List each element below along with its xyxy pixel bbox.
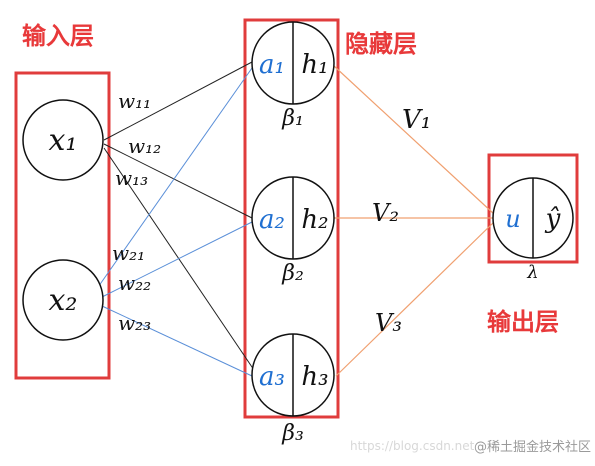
output-layer-title: 输出层 <box>487 308 559 336</box>
output-layer-box <box>487 153 579 264</box>
input-layer-title: 输入层 <box>22 22 94 50</box>
hidden-node-1-beta: β₁ <box>281 106 304 131</box>
hidden-node-2-beta: β₂ <box>281 261 304 286</box>
weight-v2: V₂ <box>372 199 399 227</box>
input-layer-box <box>14 71 111 380</box>
hidden-node-3: a₃ h₃ <box>251 333 335 417</box>
weight-w21: w₂₁ <box>112 241 145 265</box>
weight-v3: V₃ <box>375 309 402 337</box>
edge-w21 <box>95 67 253 291</box>
hidden-node-3-h: h₃ <box>301 362 328 392</box>
weight-w22: w₂₂ <box>118 271 151 295</box>
hidden-layer-title: 隐藏层 <box>345 30 417 58</box>
hidden-node-3-a: a₃ <box>259 362 285 392</box>
edge-w12 <box>103 143 253 219</box>
weight-w12: w₁₂ <box>128 134 161 158</box>
edge-v1 <box>333 65 495 215</box>
edge-w23 <box>101 305 253 377</box>
weight-w23: w₂₃ <box>118 311 151 335</box>
input-node-1: x₁ <box>22 99 104 181</box>
output-node-y: ŷ <box>545 204 561 234</box>
hidden-node-2-a: a₂ <box>259 205 285 235</box>
hidden-node-2-h: h₂ <box>301 205 328 235</box>
input-node-2: x₂ <box>22 259 104 341</box>
output-node-lambda: λ <box>526 262 538 283</box>
edge-w22 <box>99 221 253 299</box>
hidden-node-1-h: h₁ <box>301 50 328 80</box>
weight-w13: w₁₃ <box>115 166 148 190</box>
input-node-1-label: x₁ <box>49 123 78 158</box>
weight-v1: V₁ <box>402 105 431 135</box>
output-node: u ŷ <box>492 177 574 259</box>
input-node-2-label: x₂ <box>49 283 78 318</box>
hidden-node-2: a₂ h₂ <box>251 176 335 260</box>
hidden-node-3-beta: β₃ <box>281 421 304 446</box>
weight-w11: w₁₁ <box>118 89 151 113</box>
watermark-faint-url: https://blog.csdn.net <box>350 439 475 453</box>
hidden-node-1-a: a₁ <box>259 50 285 80</box>
edge-v3 <box>335 221 495 377</box>
watermark-text: @稀土掘金技术社区 <box>474 439 591 455</box>
hidden-node-1: a₁ h₁ <box>251 21 335 105</box>
edge-w11 <box>103 61 253 141</box>
output-node-u: u <box>505 205 520 233</box>
